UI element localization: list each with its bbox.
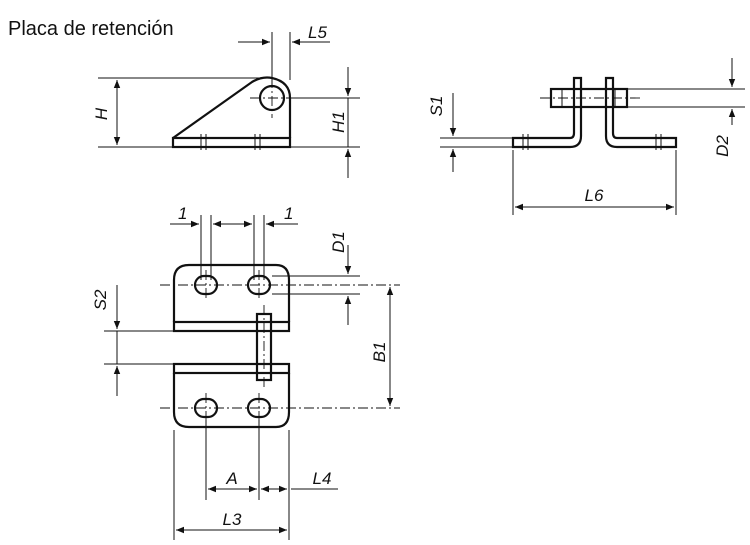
plan-view-bottom-plate (172, 373, 291, 429)
label-s1: S1 (427, 96, 446, 117)
front-view-right-bracket (604, 76, 678, 149)
label-d1: D1 (329, 231, 348, 253)
label-slot-right: 1 (284, 204, 293, 223)
front-view-left-bracket (511, 76, 583, 149)
label-l4: L4 (313, 469, 332, 488)
label-l5: L5 (308, 23, 327, 42)
side-view: H H1 L5 (92, 23, 360, 178)
label-h: H (92, 107, 111, 120)
plan-view-top-plate (172, 263, 291, 322)
label-b1: B1 (370, 342, 389, 363)
label-l6: L6 (585, 186, 604, 205)
front-view: S1 D2 L6 (427, 58, 745, 215)
label-l3: L3 (223, 510, 242, 529)
label-a: A (225, 469, 237, 488)
drawing-title: Placa de retención (8, 18, 174, 40)
label-h1: H1 (329, 111, 348, 133)
label-s2: S2 (91, 289, 110, 310)
label-slot-left: 1 (178, 204, 187, 223)
side-view-base-plate (171, 136, 292, 149)
plan-view: 1 1 D1 S2 B1 A (91, 204, 400, 540)
label-d2: D2 (713, 135, 732, 157)
